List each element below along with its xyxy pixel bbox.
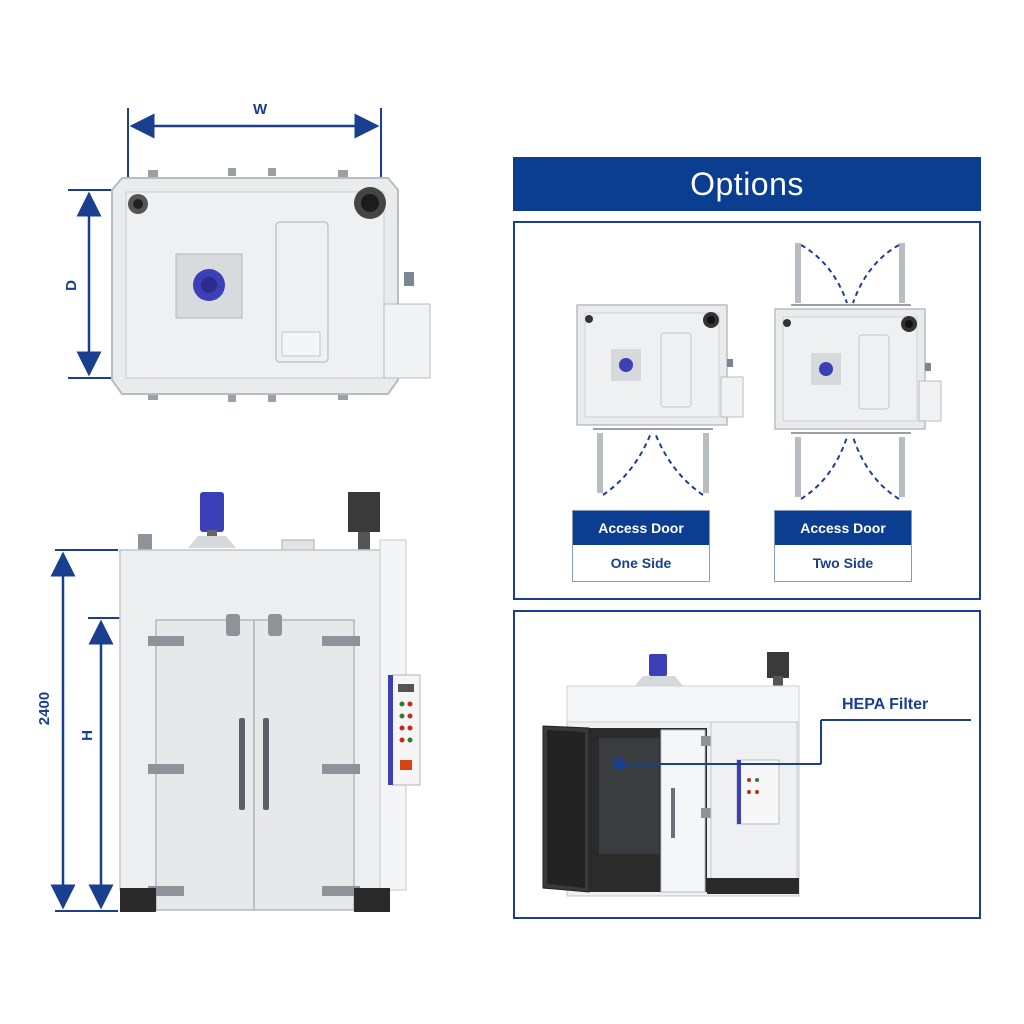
access-door-options-drawing bbox=[576, 243, 942, 500]
access-door-two-side-value: Two Side bbox=[812, 555, 874, 571]
access-door-options-panel: Access Door One Side Access Door Two Sid… bbox=[513, 221, 981, 600]
hepa-filter-label: HEPA Filter bbox=[842, 696, 929, 713]
total-height-dimension-label: 2400 bbox=[36, 691, 54, 726]
front-view-drawing bbox=[50, 492, 421, 912]
two-side-unit bbox=[774, 243, 942, 500]
access-door-two-side-label: Access Door Two Side bbox=[774, 510, 912, 582]
hepa-filter-panel: HEPA Filter bbox=[513, 610, 981, 919]
depth-dimension-label: D bbox=[62, 280, 80, 291]
access-door-two-side-title: Access Door bbox=[775, 511, 911, 545]
width-dimension-label: W bbox=[253, 101, 268, 118]
top-view-drawing bbox=[68, 108, 431, 402]
access-door-one-side-value: One Side bbox=[610, 555, 672, 571]
door-height-dimension-label: H bbox=[78, 730, 96, 741]
access-door-one-side-label: Access Door One Side bbox=[572, 510, 710, 582]
one-side-unit bbox=[576, 304, 744, 496]
options-banner: Options bbox=[513, 157, 981, 211]
access-door-one-side-title: Access Door bbox=[573, 511, 709, 545]
hepa-filter-drawing bbox=[542, 652, 971, 897]
